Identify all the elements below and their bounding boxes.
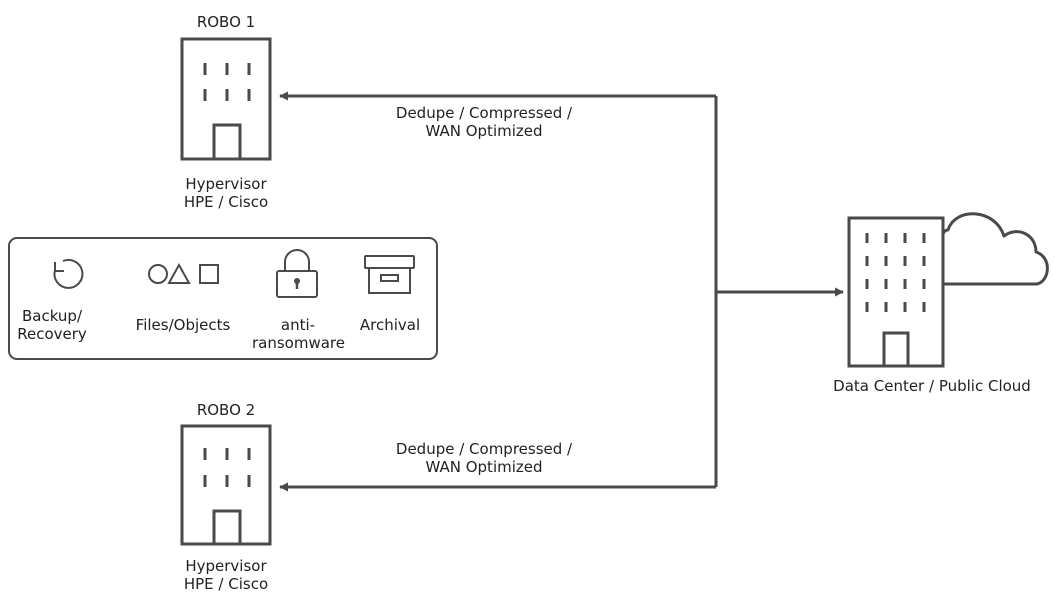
link-top-label-line1: Dedupe / Compressed / [395,104,573,122]
robo1-building-icon [180,37,272,161]
lock-icon [276,249,318,298]
feature-label-files: Files/Objects [118,316,248,334]
archive-box-icon [364,255,415,294]
feature-label-ransomware: anti- ransomware [252,316,345,352]
link-top-label: Dedupe / Compressed / WAN Optimized [364,104,604,140]
robo2-caption: Hypervisor HPE / Cisco [161,557,291,593]
robo2-caption-line1: Hypervisor [185,557,267,575]
robo2-title: ROBO 2 [196,401,256,419]
link-bottom-label: Dedupe / Compressed / WAN Optimized [364,440,604,476]
link-bottom-label-line1: Dedupe / Compressed / [395,440,573,458]
shapes-icon [148,262,219,284]
link-bottom-label-line2: WAN Optimized [425,458,543,476]
connector-lines [279,91,844,492]
robo1-title: ROBO 1 [196,13,256,31]
robo2-building-icon [180,424,272,546]
feature-label-backup: Backup/ Recovery [12,307,92,343]
robo1-caption-line2: HPE / Cisco [183,193,269,211]
feature-label-archival-line1: Archival [359,316,421,334]
features-panel [8,237,438,360]
feature-label-ransomware-line2: ransomware [252,334,345,352]
robo1-caption-line1: Hypervisor [185,175,267,193]
robo2-caption-line2: HPE / Cisco [183,575,269,593]
feature-label-backup-line1: Backup/ [21,307,83,325]
refresh-icon [53,258,84,289]
feature-label-files-line1: Files/Objects [135,316,231,334]
datacenter-label: Data Center / Public Cloud [833,377,1031,395]
feature-label-ransomware-line1: anti- [280,316,316,334]
cloud-icon [940,212,1049,286]
feature-label-archival: Archival [347,316,433,334]
robo1-caption: Hypervisor HPE / Cisco [161,175,291,211]
link-top-label-line2: WAN Optimized [425,122,543,140]
feature-label-backup-line2: Recovery [17,325,87,343]
datacenter-building-icon [847,216,945,368]
